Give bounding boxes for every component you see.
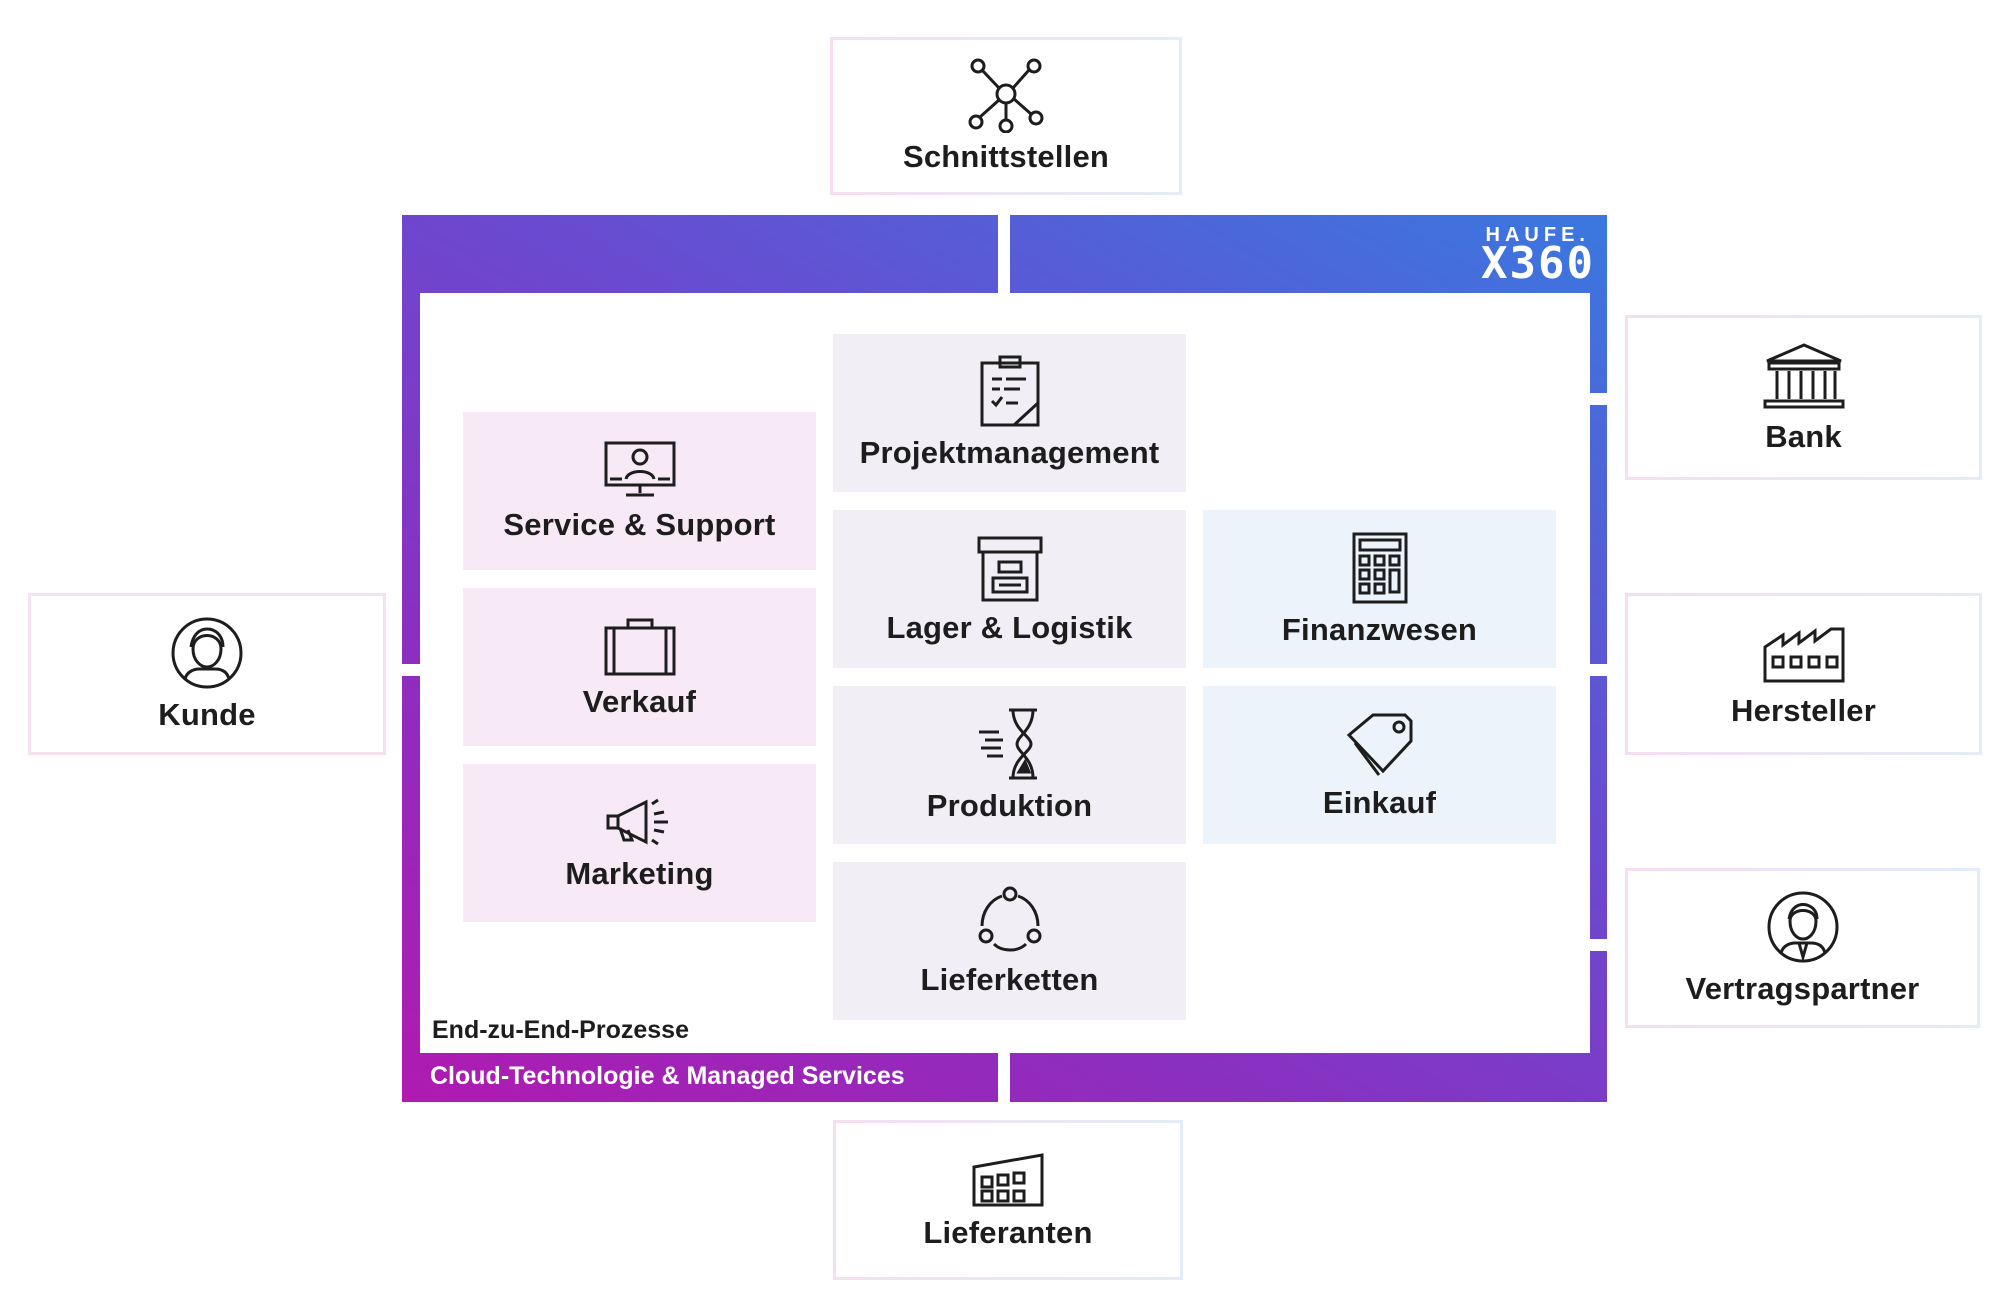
bank-icon <box>1759 341 1849 413</box>
module-label: Projektmanagement <box>859 435 1160 470</box>
brand-logo: X360 <box>1481 238 1595 289</box>
module-label: Verkauf <box>582 684 697 719</box>
partner-label: Hersteller <box>1730 693 1877 728</box>
partner-hersteller[interactable]: Hersteller <box>1625 593 1982 755</box>
module-lager-logistik[interactable]: Lager & Logistik <box>833 510 1186 668</box>
connector-bank <box>1585 393 1630 405</box>
partner-label: Bank <box>1765 418 1842 454</box>
briefcase-icon <box>602 614 678 678</box>
module-label: Einkauf <box>1322 785 1437 820</box>
cycle-icon <box>974 884 1046 956</box>
factory-icon <box>1759 619 1849 687</box>
module-finanzwesen[interactable]: Finanzwesen <box>1203 510 1556 668</box>
partner-kunde[interactable]: Kunde <box>28 593 386 755</box>
partner-lieferanten[interactable]: Lieferanten <box>833 1120 1183 1280</box>
module-marketing[interactable]: Marketing <box>463 764 816 922</box>
module-produktion[interactable]: Produktion <box>833 686 1186 844</box>
partner-schnittstellen[interactable]: Schnittstellen <box>830 37 1182 195</box>
module-label: Produktion <box>926 788 1093 823</box>
frame-caption: Cloud-Technologie & Managed Services <box>430 1062 905 1090</box>
brand-top: HAUFE. <box>1485 224 1590 246</box>
price-tag-icon <box>1343 709 1417 779</box>
module-service-support[interactable]: Service & Support <box>463 412 816 570</box>
module-label: Finanzwesen <box>1281 612 1478 647</box>
monitor-support-icon <box>602 439 678 501</box>
connector-left <box>385 664 425 676</box>
partner-label: Lieferanten <box>923 1215 1093 1250</box>
module-lieferketten[interactable]: Lieferketten <box>833 862 1186 1020</box>
person-icon <box>169 615 245 691</box>
calculator-icon <box>1350 530 1410 606</box>
network-icon <box>966 58 1046 133</box>
clipboard-icon <box>978 355 1042 429</box>
partner-vertragspartner[interactable]: Vertragspartner <box>1625 868 1980 1028</box>
connector-vertragspartner <box>1585 939 1630 951</box>
module-projektmanagement[interactable]: Projektmanagement <box>833 334 1186 492</box>
module-label: Marketing <box>565 856 714 891</box>
module-label: Lieferketten <box>920 962 1099 997</box>
module-verkauf[interactable]: Verkauf <box>463 588 816 746</box>
connector-top <box>998 195 1010 295</box>
partner-label: Schnittstellen <box>902 138 1110 174</box>
storage-box-icon <box>975 532 1045 604</box>
module-label: Lager & Logistik <box>886 610 1133 645</box>
building-icon <box>968 1149 1048 1209</box>
businessman-icon <box>1765 889 1841 965</box>
inner-caption: End-zu-End-Prozesse <box>432 1016 689 1044</box>
connector-hersteller <box>1585 664 1630 676</box>
partner-bank[interactable]: Bank <box>1625 315 1982 480</box>
module-einkauf[interactable]: Einkauf <box>1203 686 1556 844</box>
partner-label: Vertragspartner <box>1685 971 1920 1006</box>
megaphone-icon <box>602 794 678 850</box>
connector-bottom <box>998 1050 1010 1125</box>
partner-label: Kunde <box>158 697 256 732</box>
hourglass-icon <box>975 706 1045 782</box>
module-label: Service & Support <box>503 507 776 542</box>
